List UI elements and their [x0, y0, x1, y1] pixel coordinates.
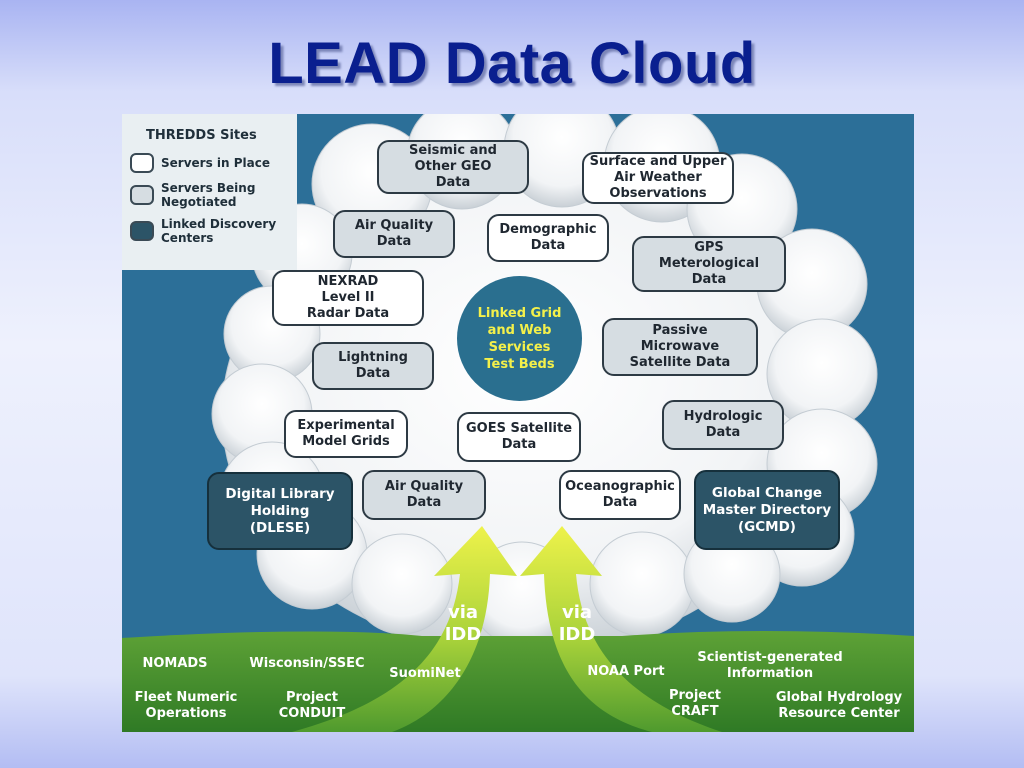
source-wisconsin-ssec: Wisconsin/SSEC — [249, 656, 365, 671]
legend-title: THREDDS Sites — [146, 128, 257, 143]
grey-swatch-icon — [130, 185, 154, 205]
legend-item-servers-in-place: Servers in Place — [130, 153, 297, 173]
legend-item-servers-negotiated: Servers Being Negotiated — [130, 181, 297, 209]
source-global-hydrology: Global Hydrology Resource Center — [775, 690, 903, 721]
node-oceanographic-data: Oceanographic Data — [559, 470, 681, 520]
node-nexrad-radar: NEXRAD Level II Radar Data — [272, 270, 424, 326]
node-passive-microwave: Passive Microwave Satellite Data — [602, 318, 758, 376]
source-nomads: NOMADS — [142, 656, 208, 671]
slide-title: LEAD Data Cloud — [268, 31, 756, 96]
node-lightning-data: Lightning Data — [312, 342, 434, 390]
white-swatch-icon — [130, 153, 154, 173]
node-seismic-data: Seismic and Other GEO Data — [377, 140, 529, 194]
node-experimental-model-grids: Experimental Model Grids — [284, 410, 408, 458]
ground-band — [122, 631, 914, 732]
legend-item-label: Servers in Place — [161, 156, 270, 170]
source-noaa-port: NOAA Port — [587, 664, 665, 679]
source-project-craft: Project CRAFT — [668, 688, 722, 719]
dark-swatch-icon — [130, 221, 154, 241]
legend-item-label: Servers Being Negotiated — [161, 181, 256, 209]
node-surface-observations: Surface and Upper Air Weather Observatio… — [582, 152, 734, 204]
legend-item-label: Linked Discovery Centers — [161, 217, 277, 245]
via-idd-left-label: via IDD — [444, 602, 482, 645]
node-hydrologic-data: Hydrologic Data — [662, 400, 784, 450]
linked-grid-test-beds: Linked Grid and Web Services Test Beds — [457, 276, 582, 401]
node-gcmd: Global Change Master Directory (GCMD) — [694, 470, 840, 550]
source-scientist-generated: Scientist-generated Information — [697, 650, 843, 681]
node-air-quality-data-2: Air Quality Data — [362, 470, 486, 520]
source-fleet-numeric: Fleet Numeric Operations — [134, 690, 238, 721]
legend-item-linked-discovery: Linked Discovery Centers — [130, 217, 297, 245]
node-goes-satellite: GOES Satellite Data — [457, 412, 581, 462]
source-suominet: SuomiNet — [389, 666, 461, 681]
node-demographic-data: Demographic Data — [487, 214, 609, 262]
node-gps-data: GPS Meterological Data — [632, 236, 786, 292]
thredds-legend: THREDDS Sites Servers in Place Servers B… — [122, 114, 297, 270]
left-idd-arrow — [292, 526, 517, 732]
lead-data-cloud-diagram: THREDDS Sites Servers in Place Servers B… — [122, 114, 914, 732]
via-idd-right-label: via IDD — [558, 602, 596, 645]
source-project-conduit: Project CONDUIT — [278, 690, 346, 721]
node-dlese: Digital Library Holding (DLESE) — [207, 472, 353, 550]
node-air-quality-data: Air Quality Data — [333, 210, 455, 258]
right-idd-arrow — [520, 526, 722, 732]
